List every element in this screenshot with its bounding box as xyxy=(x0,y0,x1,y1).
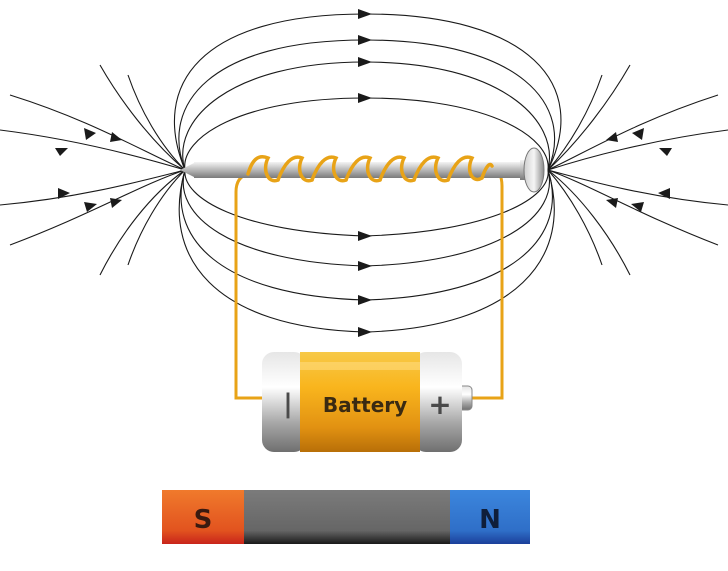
nail-tip xyxy=(180,162,196,178)
field-right-6 xyxy=(547,169,631,276)
arrow-right-icon xyxy=(358,9,372,19)
field-right-8 xyxy=(547,169,603,266)
arrow-right-icon xyxy=(358,93,372,103)
arrow-right-icon xyxy=(358,261,372,271)
arrow-right-icon xyxy=(110,132,122,142)
field-right-7 xyxy=(547,74,603,171)
magnet-middle xyxy=(244,490,452,544)
field-loop-top-1 xyxy=(182,61,550,171)
arrow-left-icon xyxy=(632,128,644,140)
nail-head xyxy=(523,147,545,193)
arrow-right-icon xyxy=(358,35,372,45)
magnet-north-pole xyxy=(450,490,530,544)
field-loop-top-2 xyxy=(178,39,556,171)
arrow-right-icon xyxy=(110,198,122,208)
magnet-north-label: N xyxy=(479,505,501,535)
battery-negative-symbol: | xyxy=(283,389,293,419)
field-right-1 xyxy=(547,94,719,171)
field-right-5 xyxy=(547,64,631,171)
magnet-south-pole xyxy=(162,490,244,544)
arrow-right-icon xyxy=(358,231,372,241)
nail-shaft xyxy=(194,162,524,178)
field-left-3 xyxy=(9,169,186,246)
field-loop-top-4 xyxy=(184,97,549,171)
arrow-left-icon xyxy=(606,198,618,208)
arrow-right-icon xyxy=(84,202,97,212)
arrow-right-icon xyxy=(358,57,372,67)
wire-left xyxy=(234,172,266,400)
field-left-2 xyxy=(0,129,186,171)
battery-negative-end xyxy=(262,352,306,452)
field-right-4 xyxy=(547,169,728,206)
arrow-left-icon xyxy=(606,132,618,142)
arrow-right-icon xyxy=(55,148,68,156)
field-left-6 xyxy=(99,169,186,276)
battery-highlight xyxy=(300,362,420,370)
bar-magnet: S N xyxy=(162,490,530,544)
battery-label: Battery xyxy=(323,393,407,417)
field-left-5 xyxy=(99,64,186,171)
field-left-4 xyxy=(0,169,186,206)
arrow-left-icon xyxy=(658,188,670,199)
arrow-right-icon xyxy=(84,128,96,140)
battery-positive-symbol: + xyxy=(428,388,451,421)
battery-positive-end xyxy=(414,352,462,452)
field-right-2 xyxy=(547,129,728,171)
magnet-south-label: S xyxy=(194,505,213,535)
iron-nail xyxy=(180,147,545,193)
battery: | Battery + xyxy=(262,352,473,452)
field-left-7 xyxy=(127,74,186,171)
arrow-left-icon xyxy=(659,148,672,156)
arrow-right-icon xyxy=(58,188,70,199)
arrow-left-icon xyxy=(631,202,644,212)
arrow-right-icon xyxy=(358,327,372,337)
field-left-1 xyxy=(9,94,186,171)
field-direction-arrows xyxy=(55,9,672,337)
wire-coil xyxy=(246,155,494,183)
field-left-8 xyxy=(127,169,186,266)
arrow-right-icon xyxy=(358,295,372,305)
field-right-3 xyxy=(547,169,719,246)
